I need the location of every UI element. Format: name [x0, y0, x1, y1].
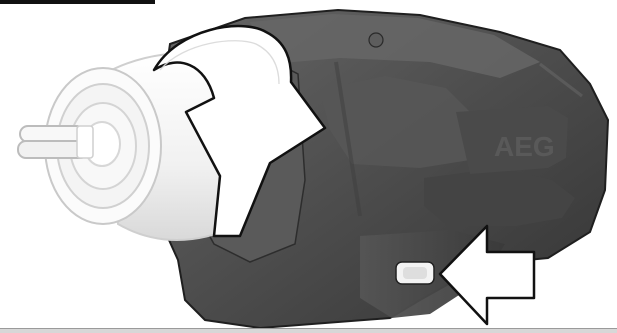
top-screw — [369, 33, 383, 47]
product-mark: AEG — [494, 131, 555, 162]
bit-shank-top — [20, 126, 84, 142]
direction-switch-highlight — [403, 267, 427, 279]
bottom-rule — [0, 328, 617, 333]
bit-holder — [77, 126, 93, 158]
